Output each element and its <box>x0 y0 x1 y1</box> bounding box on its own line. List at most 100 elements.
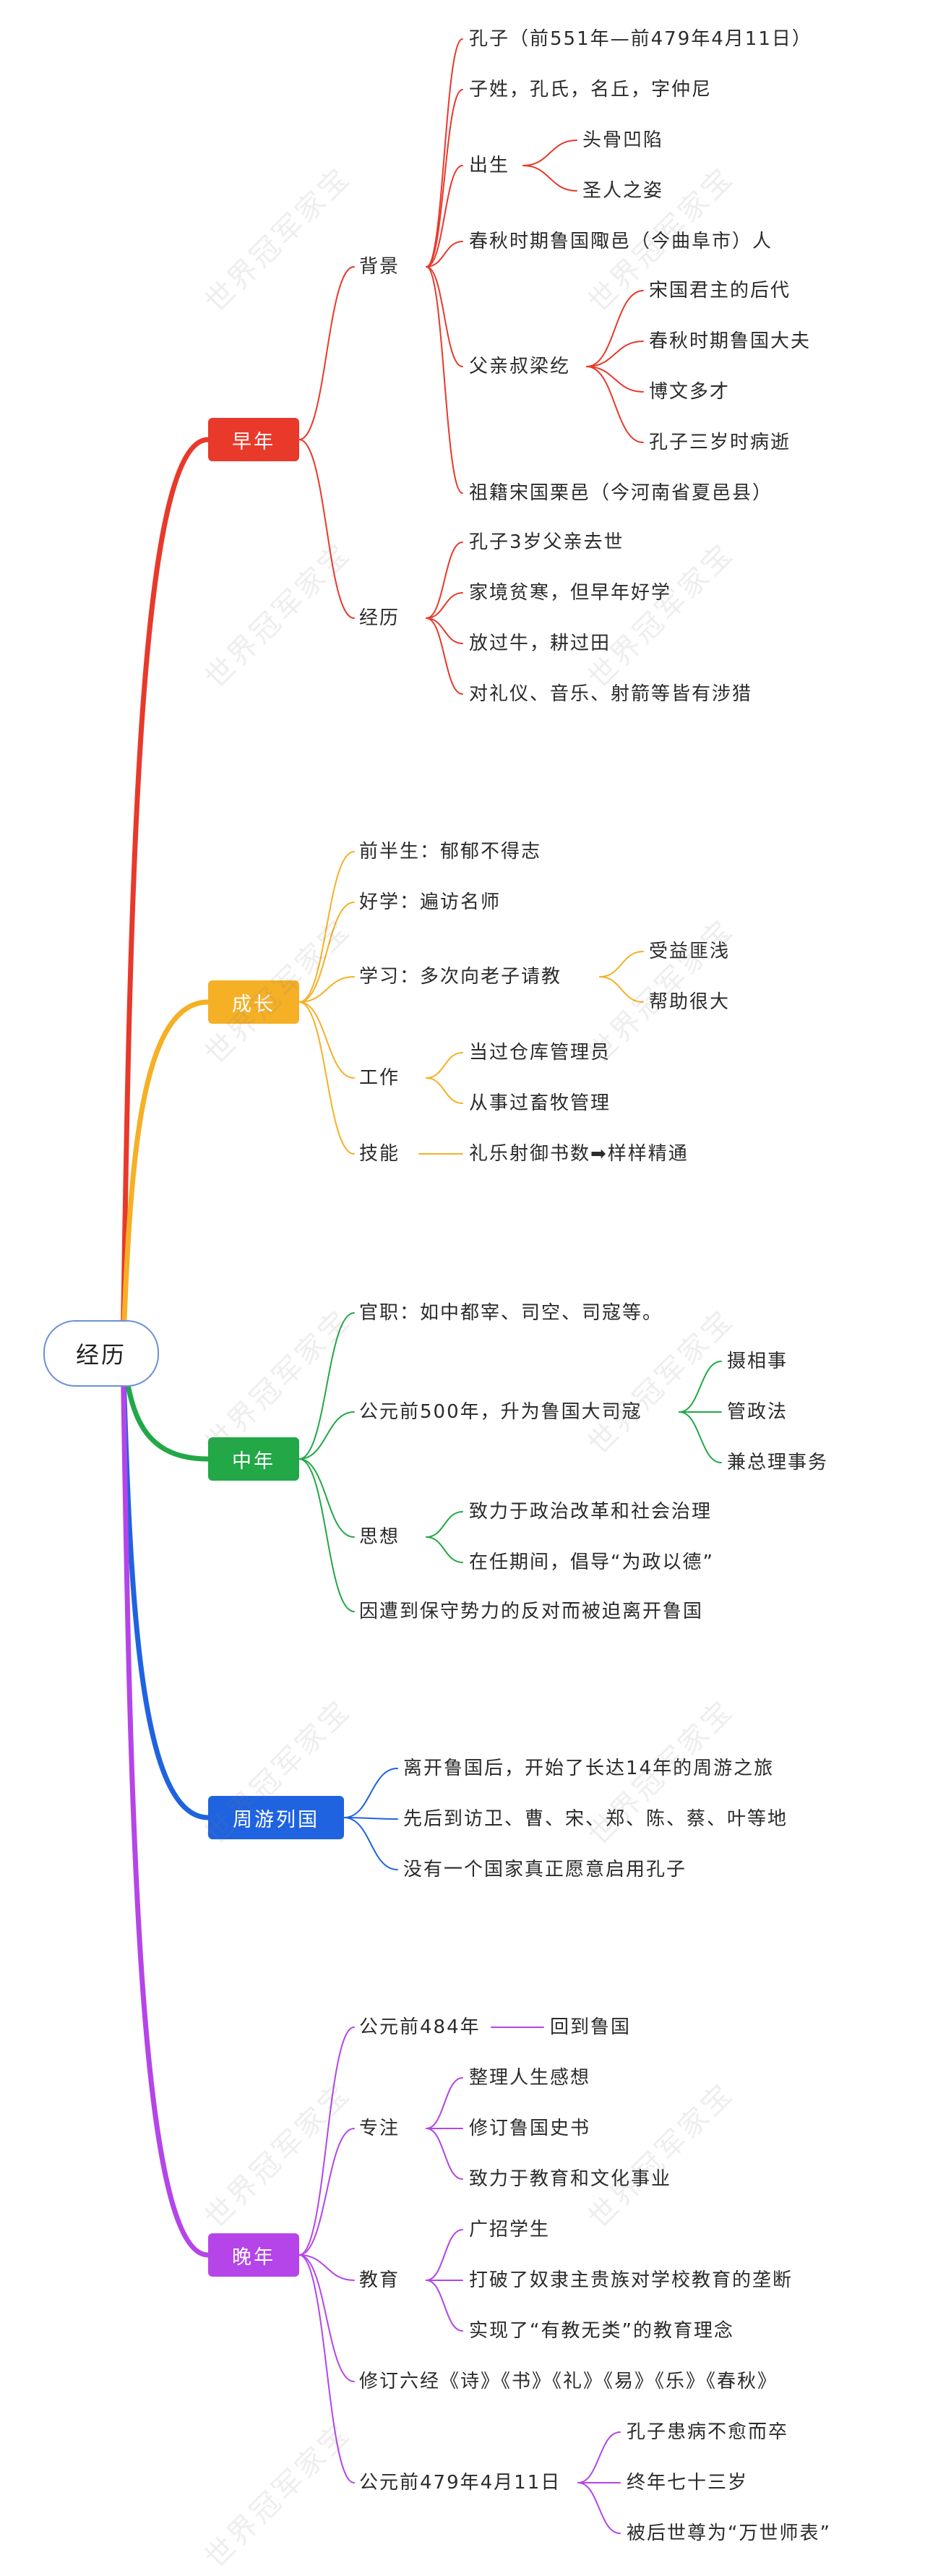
node-late-edu-2[interactable]: 打破了奴隶主贵族对学校教育的垄断 <box>469 2269 793 2291</box>
node-middle-promo-1[interactable]: 摄相事 <box>727 1351 788 1372</box>
node-early-background[interactable]: 背景 <box>359 256 400 278</box>
node-late-edu[interactable]: 教育 <box>359 2269 400 2291</box>
node-middle-thought[interactable]: 思想 <box>359 1526 400 1548</box>
node-late-focus-1[interactable]: 整理人生感想 <box>469 2067 591 2089</box>
node-early-birth-2[interactable]: 圣人之姿 <box>582 180 664 202</box>
node-growth-skill-1[interactable]: 礼乐射御书数➡样样精通 <box>469 1143 689 1165</box>
node-growth-work[interactable]: 工作 <box>359 1067 400 1089</box>
connector-line <box>298 266 355 440</box>
node-early-father-4[interactable]: 孔子三岁时病逝 <box>649 432 791 453</box>
node-growth-1[interactable]: 前半生：郁郁不得志 <box>359 841 542 863</box>
connector-line <box>426 2128 463 2180</box>
node-middle-promo-3[interactable]: 兼总理事务 <box>727 1452 829 1473</box>
connector-line <box>426 2229 463 2281</box>
node-growth-skill[interactable]: 技能 <box>359 1143 400 1165</box>
node-early-father-2[interactable]: 春秋时期鲁国大夫 <box>649 330 812 352</box>
connector-line <box>298 1458 355 1538</box>
node-early-bg-6[interactable]: 祖籍宋国栗邑（今河南省夏邑县） <box>469 482 773 504</box>
connector-line <box>679 1411 722 1463</box>
branch-late[interactable]: 晚年 <box>208 2233 299 2277</box>
node-late-focus-3[interactable]: 致力于教育和文化事业 <box>469 2168 672 2190</box>
branch-growth[interactable]: 成长 <box>208 980 299 1024</box>
node-growth-study-2[interactable]: 帮助很大 <box>649 991 731 1013</box>
connector-line <box>426 165 463 268</box>
connector-line <box>298 2254 355 2382</box>
connector-line <box>298 902 355 1003</box>
node-growth-work-1[interactable]: 当过仓库管理员 <box>469 1042 611 1064</box>
connector-line <box>577 2482 621 2534</box>
node-middle-promo-2[interactable]: 管政法 <box>727 1401 788 1423</box>
connector-line <box>426 1511 463 1538</box>
node-early-exp-1[interactable]: 孔子3岁父亲去世 <box>469 531 624 553</box>
connector-line <box>679 1361 722 1413</box>
connector-line <box>426 266 463 494</box>
branch-middle[interactable]: 中年 <box>208 1437 299 1481</box>
node-early-bg-1[interactable]: 孔子（前551年—前479年4月11日） <box>469 28 812 50</box>
node-early-exp-2[interactable]: 家境贫寒，但早年好学 <box>469 582 672 604</box>
connector-line <box>298 851 355 1003</box>
node-late-edu-1[interactable]: 广招学生 <box>469 2219 551 2241</box>
node-middle-1[interactable]: 官职：如中都宰、司空、司寇等。 <box>359 1302 663 1324</box>
connector-line <box>298 2254 355 2281</box>
node-late-focus[interactable]: 专注 <box>359 2118 400 2139</box>
node-growth-study[interactable]: 学习：多次向老子请教 <box>359 966 562 988</box>
connector-line <box>426 1536 463 1563</box>
node-late-479[interactable]: 公元前479年4月11日 <box>359 2472 562 2494</box>
node-travel-3[interactable]: 没有一个国家真正愿意启用孔子 <box>403 1859 687 1880</box>
node-growth-2[interactable]: 好学：遍访名师 <box>359 891 502 913</box>
node-late-484-1[interactable]: 回到鲁国 <box>550 2016 632 2038</box>
node-early-exp-3[interactable]: 放过牛，耕过田 <box>469 633 611 654</box>
connector-line <box>426 617 463 644</box>
connector-line <box>343 1817 398 1870</box>
node-late-edu-3[interactable]: 实现了“有教无类”的教育理念 <box>469 2320 734 2342</box>
connector-line <box>298 1001 355 1155</box>
root-branch-line <box>120 437 211 1355</box>
node-late-479-2[interactable]: 终年七十三岁 <box>627 2472 749 2494</box>
root-branch-line <box>120 999 211 1355</box>
node-middle-thought-2[interactable]: 在任期间，倡导“为政以德” <box>469 1552 714 1573</box>
node-growth-work-2[interactable]: 从事过畜牧管理 <box>469 1092 611 1114</box>
connector-line <box>586 366 644 443</box>
node-early-father-1[interactable]: 宋国君主的后代 <box>649 280 791 301</box>
connector-line <box>426 592 463 619</box>
connector-line <box>343 1817 398 1820</box>
node-late-479-1[interactable]: 孔子患病不愈而卒 <box>627 2421 789 2443</box>
connector-line <box>426 38 463 268</box>
node-middle-promotion[interactable]: 公元前500年，升为鲁国大司寇 <box>359 1401 642 1423</box>
node-early-experience[interactable]: 经历 <box>359 607 400 629</box>
node-late-479-3[interactable]: 被后世尊为“万世师表” <box>627 2522 831 2544</box>
connector-line <box>343 1768 398 1818</box>
connector-line <box>426 241 463 268</box>
connector-line <box>522 140 577 166</box>
connector-line <box>426 2280 463 2332</box>
node-early-bg-2[interactable]: 子姓，孔氏，名丘，字仲尼 <box>469 79 713 100</box>
connector-line <box>298 2254 355 2483</box>
connector-line <box>298 1411 355 1460</box>
connector-line <box>577 2431 621 2483</box>
node-travel-1[interactable]: 离开鲁国后，开始了长达14年的周游之旅 <box>403 1758 775 1779</box>
node-early-father-3[interactable]: 博文多才 <box>649 381 731 403</box>
node-middle-thought-1[interactable]: 致力于政治改革和社会治理 <box>469 1501 713 1523</box>
connector-line <box>298 439 355 619</box>
branch-travel[interactable]: 周游列国 <box>208 1796 344 1839</box>
connector-line <box>586 290 644 367</box>
root-node[interactable]: 经历 <box>43 1320 159 1387</box>
node-late-focus-2[interactable]: 修订鲁国史书 <box>469 2118 591 2139</box>
node-travel-2[interactable]: 先后到访卫、曹、宋、郑、陈、蔡、叶等地 <box>403 1808 788 1830</box>
connector-line <box>426 266 463 367</box>
node-late-classics[interactable]: 修订六经《诗》《书》《礼》《易》《乐》《春秋》 <box>359 2371 778 2392</box>
node-growth-study-1[interactable]: 受益匪浅 <box>649 941 731 962</box>
connector-line <box>426 2077 463 2129</box>
node-early-bg-father[interactable]: 父亲叔梁纥 <box>469 356 571 377</box>
node-early-bg-birth[interactable]: 出生 <box>469 155 510 176</box>
connector-line <box>298 1458 355 1612</box>
branch-early[interactable]: 早年 <box>208 418 299 461</box>
node-early-birth-1[interactable]: 头骨凹陷 <box>582 129 664 151</box>
node-early-bg-4[interactable]: 春秋时期鲁国陬邑（今曲阜市）人 <box>469 231 773 252</box>
connector-line <box>426 89 463 268</box>
connector-line <box>426 1077 463 1104</box>
node-middle-4[interactable]: 因遭到保守势力的反对而被迫离开鲁国 <box>359 1601 704 1622</box>
node-late-484[interactable]: 公元前484年 <box>359 2016 481 2038</box>
node-early-exp-4[interactable]: 对礼仪、音乐、射箭等皆有涉猎 <box>469 683 753 705</box>
